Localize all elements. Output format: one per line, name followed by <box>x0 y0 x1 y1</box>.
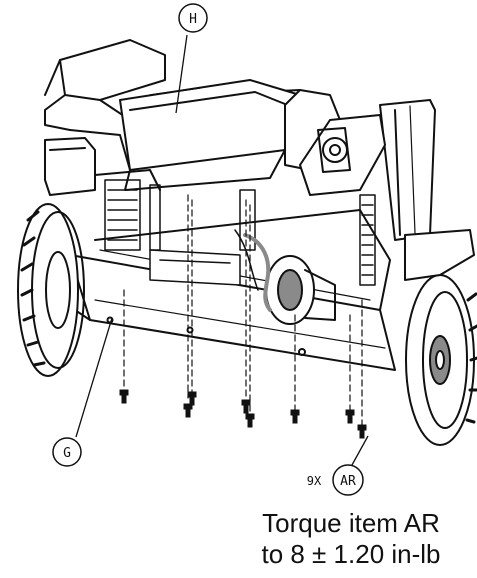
screw-icon <box>357 424 367 439</box>
callout-g: G <box>52 317 113 467</box>
torque-note-line1: Torque item AR <box>262 508 440 538</box>
screw-icon <box>119 389 129 404</box>
screw-icon <box>245 413 255 428</box>
callout-g-label: G <box>63 446 71 461</box>
callout-ar-label: AR <box>340 474 356 489</box>
assembly-diagram: H G AR 9X <box>17 3 477 496</box>
screw-icon <box>290 409 300 424</box>
top-cover <box>44 39 341 191</box>
drive-motor <box>234 229 336 325</box>
right-wheel <box>404 229 477 446</box>
right-column <box>299 99 436 241</box>
screw-icon <box>345 409 355 424</box>
callout-ar: AR 9X <box>307 435 369 496</box>
screw-centerlines <box>123 194 363 427</box>
torque-note: Torque item AR to 8 ± 1.20 in-lb <box>236 508 466 570</box>
callout-ar-quantity: 9X <box>307 474 322 488</box>
callout-h-label: H <box>189 12 197 27</box>
left-pod <box>44 137 161 196</box>
screw-icon <box>241 399 251 414</box>
left-wheel <box>17 203 85 377</box>
internal-components <box>104 179 376 286</box>
chassis-tub <box>59 209 396 371</box>
torque-note-line2: to 8 ± 1.20 in-lb <box>261 539 441 569</box>
callout-h: H <box>175 3 208 114</box>
screw-icon <box>187 391 197 406</box>
screw-icon <box>183 403 193 418</box>
